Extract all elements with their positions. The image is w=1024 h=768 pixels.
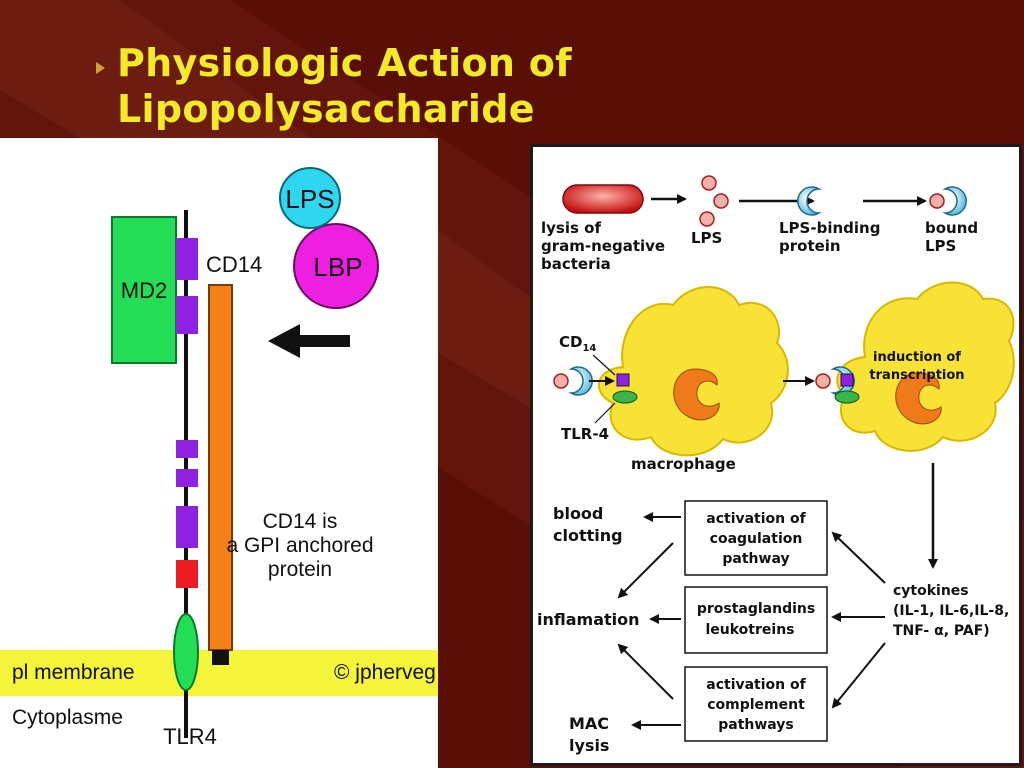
lbp-label: LBP — [313, 252, 362, 282]
md2-label: MD2 — [121, 278, 167, 303]
tlr4-receptor-diagram: LPS LBP MD2 CD14 CD14 is a GPI anchored … — [0, 167, 438, 749]
note-line-1: CD14 is — [263, 510, 338, 533]
coag-label-3: pathway — [722, 551, 789, 567]
tlr4-label: TLR-4 — [561, 425, 609, 443]
tlr4-receptor-icon — [612, 390, 638, 404]
comp-label-1: activation of — [706, 677, 806, 693]
lbp-label-1: LPS-binding — [779, 219, 880, 237]
nucleus-icon — [895, 372, 942, 425]
macrophage-label: macrophage — [631, 455, 736, 473]
tlr4-domain — [176, 238, 198, 280]
tlr4-domain-red — [176, 560, 198, 588]
blood-label-1: blood — [553, 504, 603, 523]
lysis-label-1: lysis of — [541, 219, 601, 237]
cd14-pointer — [592, 354, 616, 376]
lps-molecule-icon — [553, 373, 569, 389]
cd14-receptor-icon — [616, 373, 630, 387]
lps-molecule-icon — [713, 193, 729, 209]
gpi-anchor — [212, 650, 229, 665]
cd14-label-subscript: 14 — [582, 343, 596, 354]
inflammation-label: inflamation — [537, 610, 640, 629]
blood-label-2: clotting — [553, 526, 623, 545]
coagulation-box — [684, 500, 828, 576]
cd14-label: CD14 — [559, 333, 596, 354]
bound-lps-icon — [942, 186, 967, 216]
arrow-icon — [617, 643, 674, 700]
arrow-left-icon — [268, 324, 350, 358]
title-bullet-icon — [96, 62, 105, 74]
cytokines-label-1: cytokines — [893, 583, 969, 599]
prosta-label-2: leukotreins — [705, 622, 794, 638]
cytokines-label-3: TNF- α, PAF) — [893, 623, 990, 639]
prosta-label-1: prostaglandins — [697, 601, 815, 617]
lps-molecule-icon — [815, 373, 831, 389]
comp-label-3: pathways — [718, 717, 794, 733]
md2-protein — [111, 216, 177, 364]
comp-label-2: complement — [707, 697, 805, 713]
tlr4-pointer — [594, 402, 616, 424]
cd14-label-main: CD — [559, 333, 582, 351]
lps-action-diagram: lysis of gram-negative bacteria LPS LPS-… — [537, 175, 1015, 755]
lbp-label-2: protein — [779, 237, 841, 255]
lps-binding-protein-icon — [568, 366, 593, 396]
prostaglandins-box — [684, 586, 828, 654]
cd14-bar — [208, 284, 233, 651]
induction-label-2: transcription — [869, 368, 964, 383]
tlr4-domain — [176, 469, 198, 487]
mac-label-2: lysis — [569, 736, 609, 755]
copyright-label: © jpherveg — [334, 661, 436, 684]
tlr4-label: TLR4 — [163, 724, 217, 749]
lps-label: LPS — [691, 229, 722, 247]
lps-molecule — [279, 167, 341, 229]
tlr4-domain — [176, 506, 198, 548]
cd14-label: CD14 — [206, 252, 262, 277]
note-line-2: a GPI anchored — [226, 534, 373, 557]
note-line-3: protein — [268, 558, 332, 581]
tlr4-domain — [176, 296, 198, 334]
tlr4-receptor-figure: LPS LBP MD2 CD14 CD14 is a GPI anchored … — [0, 138, 438, 768]
arrow-icon — [617, 542, 674, 599]
cd14-receptor-icon — [840, 373, 854, 387]
tlr4-receptor-icon — [834, 390, 860, 404]
tlr4-transmembrane — [173, 613, 199, 691]
tlr4-domain — [176, 440, 198, 458]
arrow-icon — [831, 531, 886, 584]
nucleus-icon — [673, 368, 720, 421]
cytoplasm-label: Cytoplasme — [12, 706, 123, 729]
coag-label-1: activation of — [706, 511, 806, 527]
lps-binding-protein-icon — [797, 186, 822, 216]
lysis-label-2: gram-negative — [541, 237, 665, 255]
arrow-icon — [831, 642, 886, 709]
bound-label-1: bound — [925, 219, 978, 237]
membrane-label: pl membrane — [12, 661, 135, 684]
lbp-protein — [293, 223, 379, 309]
bound-label-2: LPS — [925, 237, 956, 255]
slide-title-line-1: Physiologic Action of Lipopolysaccharide — [117, 41, 572, 131]
lps-molecule-icon — [701, 175, 717, 191]
cytokines-label-2: (IL-1, IL-6,IL-8, — [893, 603, 1009, 619]
activated-macrophage-cell — [836, 281, 1015, 452]
complement-box — [684, 666, 828, 742]
lps-label: LPS — [285, 184, 334, 214]
lps-molecule-icon — [699, 211, 715, 227]
mac-label-1: MAC — [569, 714, 609, 733]
induction-label-1: induction of — [873, 350, 961, 365]
coag-label-2: coagulation — [710, 531, 803, 547]
lps-action-flowchart: lysis of gram-negative bacteria LPS LPS-… — [530, 144, 1022, 766]
lps-molecule-icon — [929, 193, 945, 209]
lysis-label-3: bacteria — [541, 255, 611, 273]
bacterium-icon — [562, 184, 644, 214]
